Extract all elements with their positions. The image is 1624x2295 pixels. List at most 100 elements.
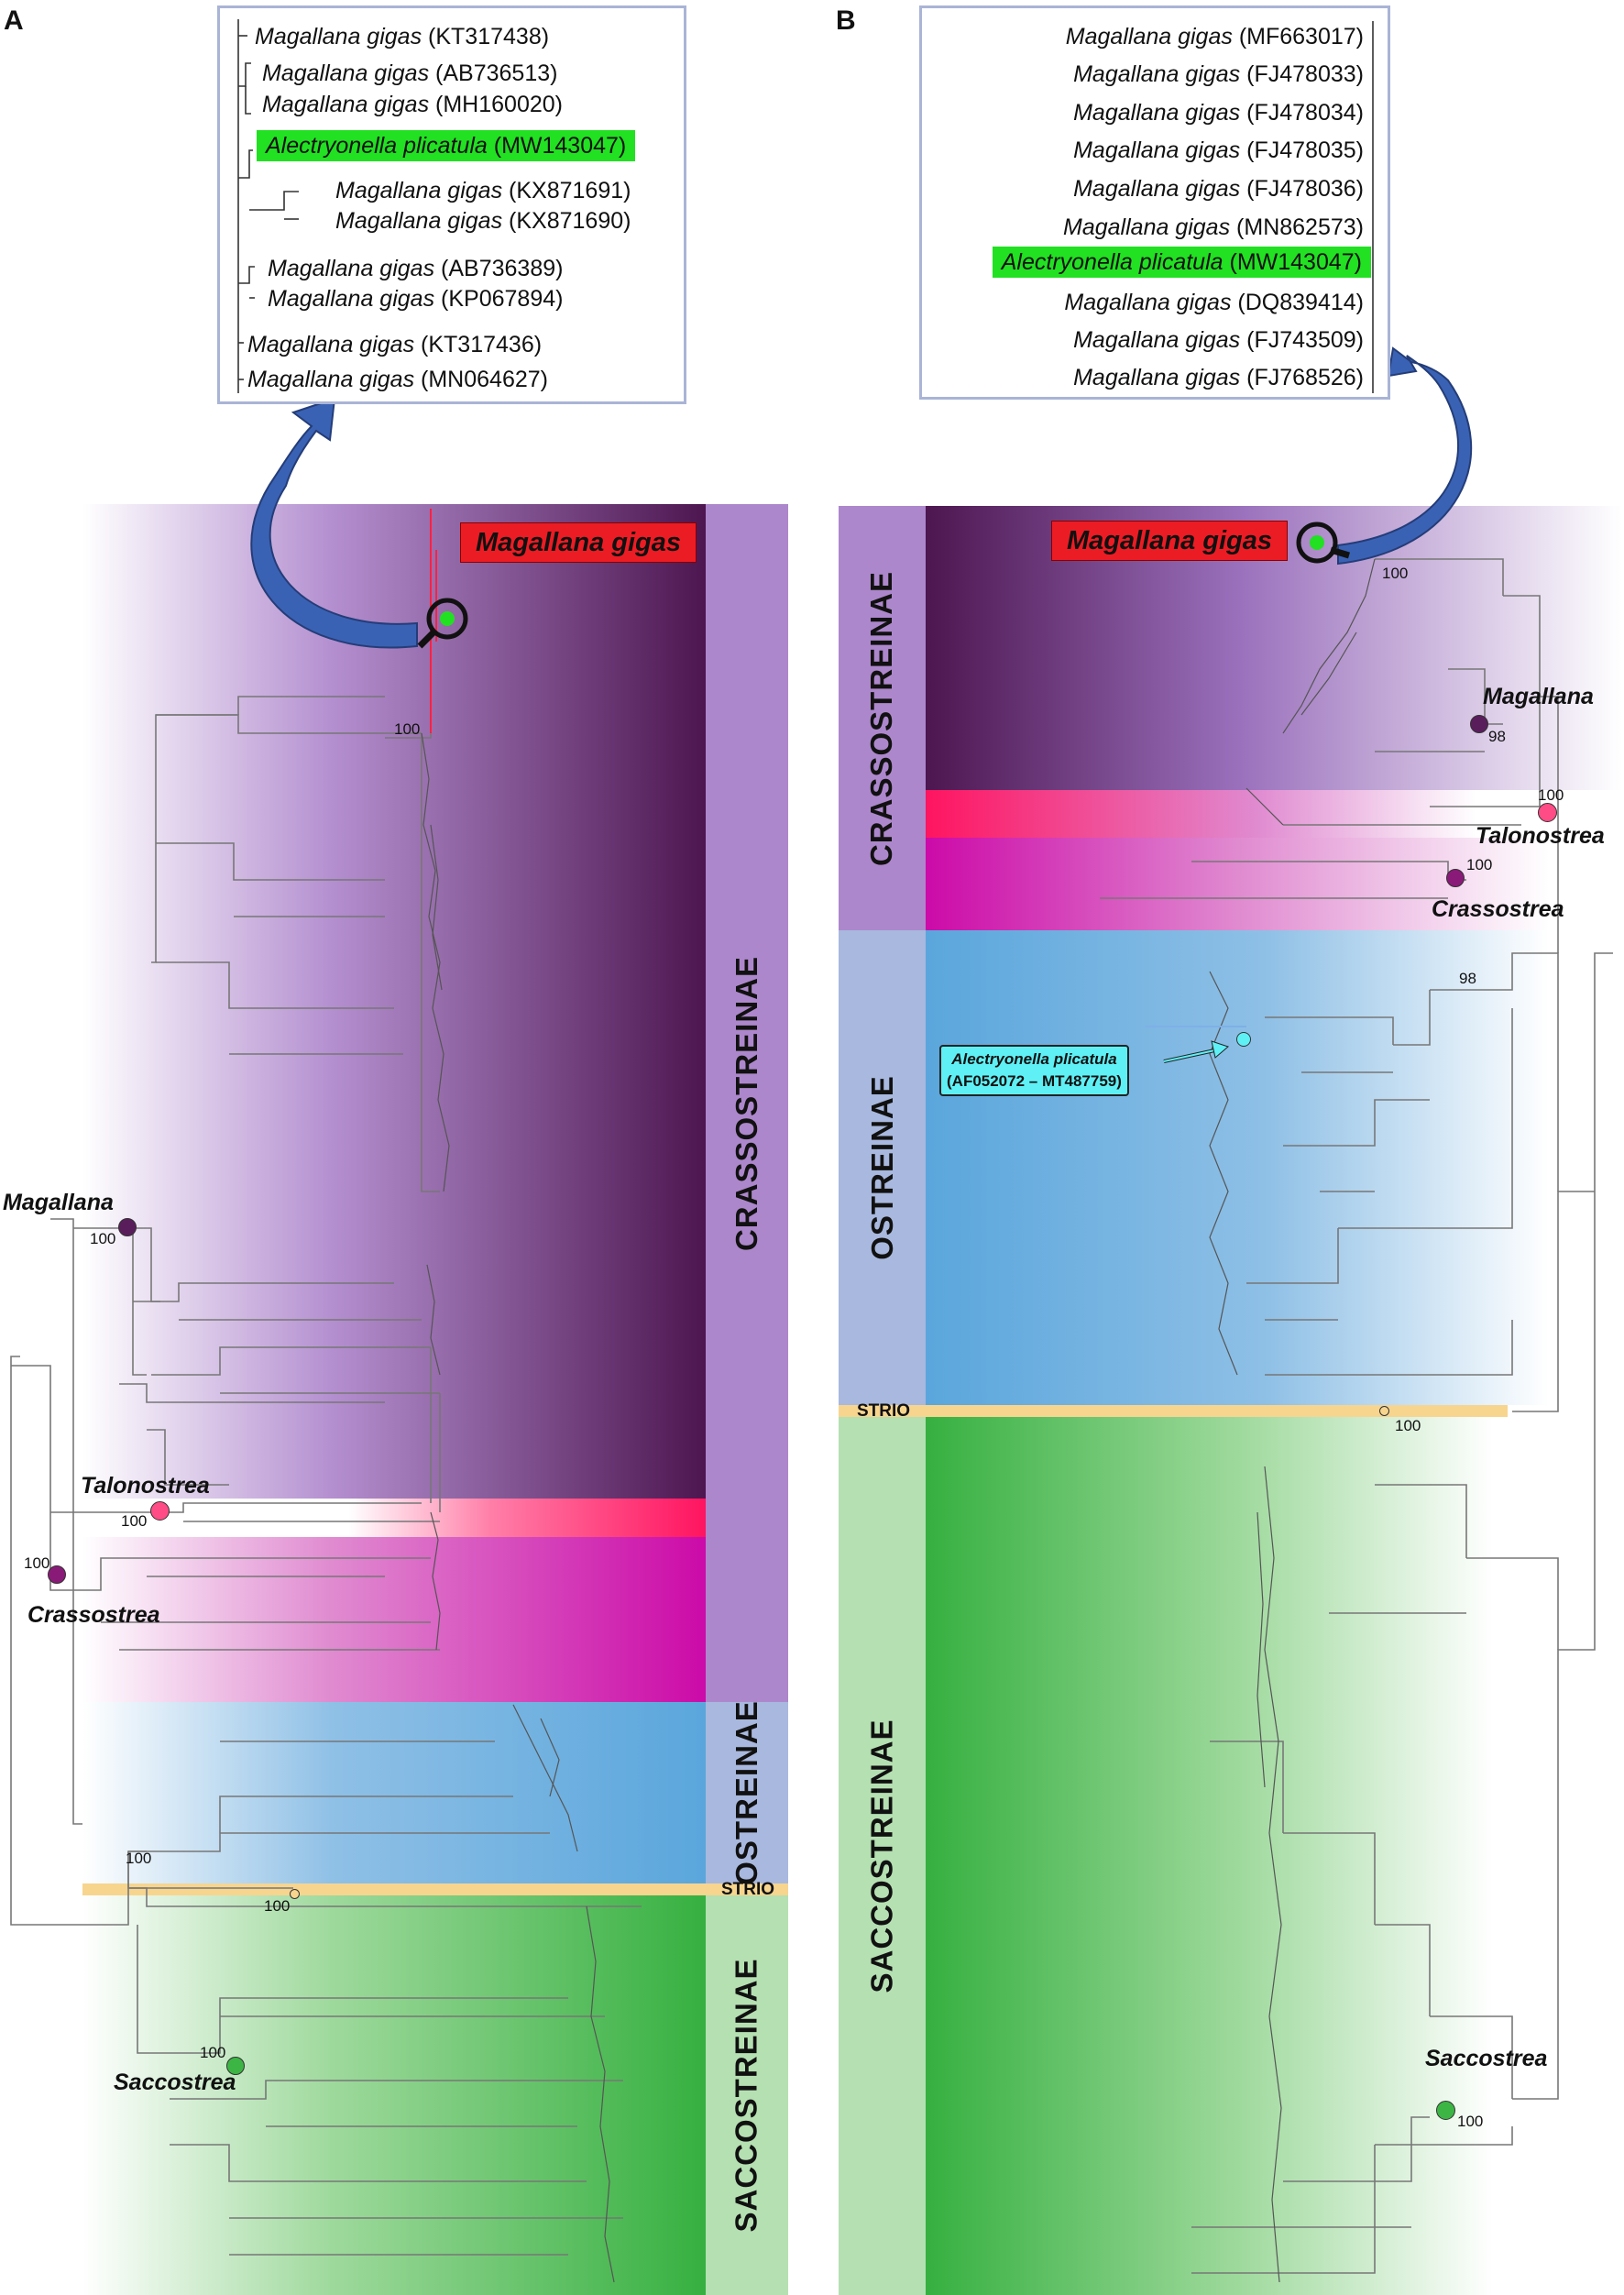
callout-line-2: (AF052072 – MT487759) (947, 1072, 1122, 1090)
b-talonostrea-node-dot (1538, 803, 1557, 822)
accession: (FJ743509) (1246, 327, 1364, 353)
accession: (KX871691) (509, 178, 631, 203)
b-inset-row-2: Magallana gigas (FJ478033) (1073, 60, 1364, 88)
b-strio-bar (839, 1405, 1508, 1417)
a-strio-node-dot (290, 1889, 300, 1899)
b-magallana-support: 98 (1488, 728, 1506, 745)
b-clade-crassostrea: Crassostrea (1432, 896, 1564, 922)
a-inset-row-9: Magallana gigas (KT317436) (247, 331, 542, 358)
accession: (AB736389) (441, 256, 564, 281)
b-clade-talonostrea: Talonostrea (1476, 823, 1605, 849)
species-name: Magallana gigas (335, 178, 503, 203)
a-clade-talonostrea: Talonostrea (81, 1473, 210, 1499)
accession: (MH160020) (435, 92, 563, 117)
species-name: Alectryonella plicatula (266, 133, 488, 159)
a-saccostreinae-gradient (82, 1895, 706, 2295)
a-strio-support: 100 (264, 1897, 291, 1915)
b-ostreinae-gradient (926, 930, 1549, 1405)
a-strio-bar (82, 1883, 788, 1895)
a-inset-row-2: Magallana gigas (AB736513) (262, 60, 557, 87)
a-crassostreinae-gradient (82, 504, 706, 1499)
accession: (MF663017) (1238, 24, 1364, 49)
accession: (KT317436) (421, 332, 543, 357)
accession: (FJ478036) (1246, 176, 1364, 202)
b-inset-row-highlight: Alectryonella plicatula (MW143047) (992, 247, 1371, 278)
a-ostreinae-band: OSTREINAE (706, 1700, 788, 1885)
panel-letter-a: A (4, 5, 24, 36)
accession: (MN862573) (1236, 214, 1364, 240)
species-name: Magallana gigas (1073, 327, 1241, 353)
b-clade-magallana: Magallana (1483, 684, 1594, 709)
b-crassostrea-node-dot (1446, 869, 1465, 887)
a-inset-row-8: Magallana gigas (KP067894) (268, 285, 563, 313)
b-alectryonella-callout: Alectryonella plicatula (AF052072 – MT48… (939, 1045, 1129, 1096)
b-clade-saccostrea: Saccostrea (1425, 2046, 1548, 2071)
accession: (FJ478034) (1246, 100, 1364, 126)
accession: (KP067894) (441, 286, 564, 312)
b-zoom-arrow (1337, 346, 1473, 566)
a-clade-crassostrea: Crassostrea (27, 1602, 160, 1628)
species-name: Magallana gigas (1073, 365, 1241, 390)
b-saccostreinae-gradient (926, 1417, 1494, 2295)
a-crassostreinae-band: CRASSOSTREINAE (706, 504, 788, 1702)
b-alectryonella-node-dot (1236, 1032, 1251, 1047)
species-name: Magallana gigas (262, 60, 430, 86)
b-inset-row-10: Magallana gigas (FJ768526) (1073, 364, 1364, 391)
a-magallana-gigas-tag: Magallana gigas (460, 522, 697, 563)
a-strio-label: STRIO (721, 1880, 775, 1899)
b-inset-box: Magallana gigas (MF663017) Magallana gig… (919, 5, 1390, 400)
b-crassostreinae-band: CRASSOSTREINAE (839, 506, 926, 930)
a-clade-magallana: Magallana (3, 1190, 114, 1215)
accession: (MN064627) (421, 367, 548, 392)
species-name: Magallana gigas (247, 332, 415, 357)
b-strio-support: 100 (1395, 1417, 1421, 1434)
b-strio-label: STRIO (857, 1401, 911, 1421)
a-zoom-arrow (250, 397, 418, 649)
a-inset-row-7: Magallana gigas (AB736389) (268, 255, 563, 282)
b-inset-row-5: Magallana gigas (FJ478036) (1073, 175, 1364, 203)
a-saccostrea-node-dot (226, 2057, 245, 2075)
accession: (AB736513) (435, 60, 558, 86)
species-name: Magallana gigas (262, 92, 430, 117)
b-saccostreinae-band: SACCOSTREINAE (839, 1417, 926, 2295)
species-name: Magallana gigas (1063, 214, 1231, 240)
a-inset-row-highlight: Alectryonella plicatula (MW143047) (257, 130, 636, 161)
species-name: Magallana gigas (1073, 100, 1241, 126)
accession: (MW143047) (1229, 249, 1363, 275)
b-inset-row-4: Magallana gigas (FJ478035) (1073, 137, 1364, 164)
species-name: Magallana gigas (247, 367, 415, 392)
a-inset-row-5: Magallana gigas (KX871691) (335, 177, 631, 204)
a-magallana-node-dot (118, 1218, 137, 1236)
b-magnifier-icon (1296, 522, 1351, 564)
a-ostreinae-gradient (82, 1702, 706, 1883)
a-saccostrea-support: 100 (200, 2044, 226, 2061)
a-magallana-support: 100 (90, 1230, 116, 1247)
b-crassostrea-gradient (926, 838, 1549, 930)
a-crassostrea-gradient (82, 1537, 706, 1702)
callout-line-1: Alectryonella plicatula (951, 1050, 1117, 1068)
accession: (DQ839414) (1237, 290, 1364, 315)
species-name: Magallana gigas (268, 256, 435, 281)
b-ostreinae-support: 98 (1459, 970, 1476, 987)
b-top-support: 100 (1382, 565, 1409, 582)
a-inset-box: Magallana gigas (KT317438) Magallana gig… (217, 5, 686, 404)
species-name: Magallana gigas (1064, 290, 1232, 315)
accession: (KX871690) (509, 208, 631, 234)
a-talonostrea-gradient (348, 1499, 706, 1537)
a-top-support: 100 (394, 720, 421, 738)
b-strio-node-dot (1379, 1406, 1389, 1416)
a-inset-row-6: Magallana gigas (KX871690) (335, 207, 631, 235)
a-magnifier-icon (417, 598, 468, 649)
b-magallana-gigas-tag: Magallana gigas (1051, 521, 1288, 561)
a-inset-row-1: Magallana gigas (KT317438) (255, 23, 549, 50)
a-crassostrea-node-dot (48, 1565, 66, 1584)
a-talonostrea-node-dot (150, 1501, 170, 1521)
accession: (FJ768526) (1246, 365, 1364, 390)
a-crassostrea-support: 100 (24, 1554, 50, 1572)
b-inset-row-6: Magallana gigas (MN862573) (1063, 214, 1364, 241)
accession: (MW143047) (493, 133, 627, 159)
a-clade-saccostrea: Saccostrea (114, 2070, 236, 2095)
panel-letter-b: B (836, 5, 856, 36)
species-name: Magallana gigas (255, 24, 422, 49)
